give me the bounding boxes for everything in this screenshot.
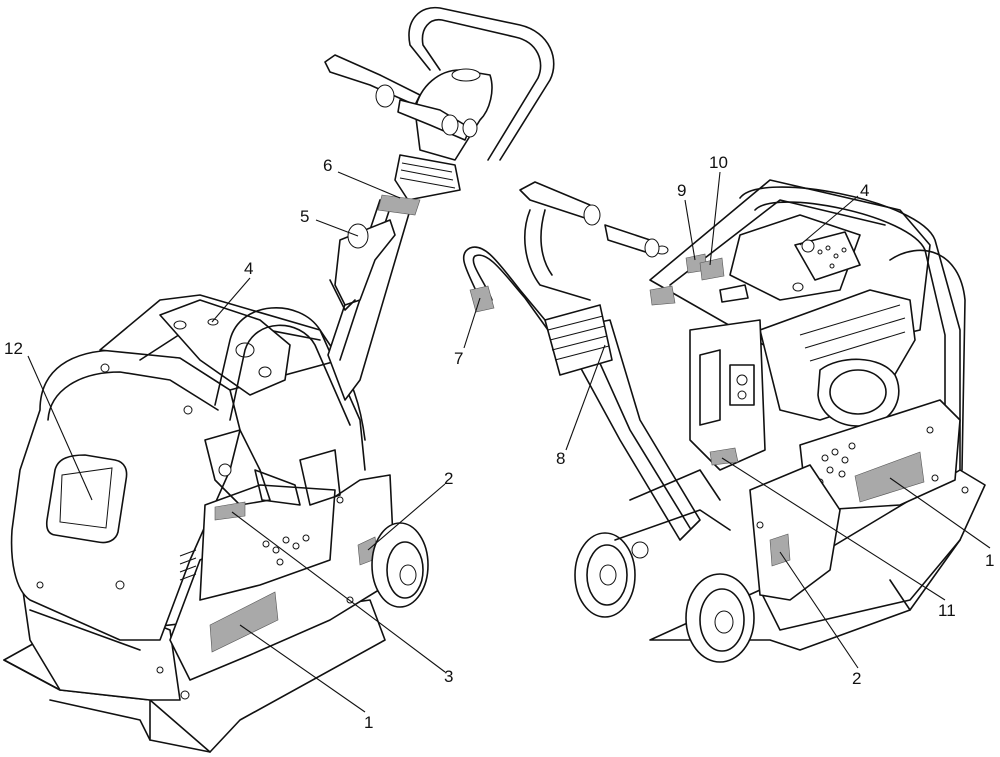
- callout-2-right: 2: [852, 669, 861, 688]
- callout-10: 10: [709, 153, 728, 172]
- callout-11: 11: [938, 601, 956, 620]
- left-compactor-illustration: [3, 6, 555, 753]
- callout-3: 3: [444, 667, 453, 686]
- callout-7: 7: [454, 349, 463, 368]
- callout-12: 12: [4, 339, 23, 358]
- callout-8: 8: [556, 449, 565, 468]
- callout-9: 9: [677, 181, 686, 200]
- callout-6: 6: [323, 156, 332, 175]
- callout-2-left: 2: [444, 469, 453, 488]
- leader-lines: [27, 171, 991, 713]
- callout-5: 5: [300, 207, 309, 226]
- callout-1-left: 1: [364, 713, 373, 732]
- callout-4-right: 4: [860, 181, 869, 200]
- right-compactor-illustration: [462, 179, 986, 663]
- callout-1-right: 1: [985, 551, 994, 570]
- callout-labels: 12 4 5 6 2 3 1 7 8 9 10 4 1 11 2: [4, 153, 994, 732]
- callout-4-left: 4: [244, 259, 253, 278]
